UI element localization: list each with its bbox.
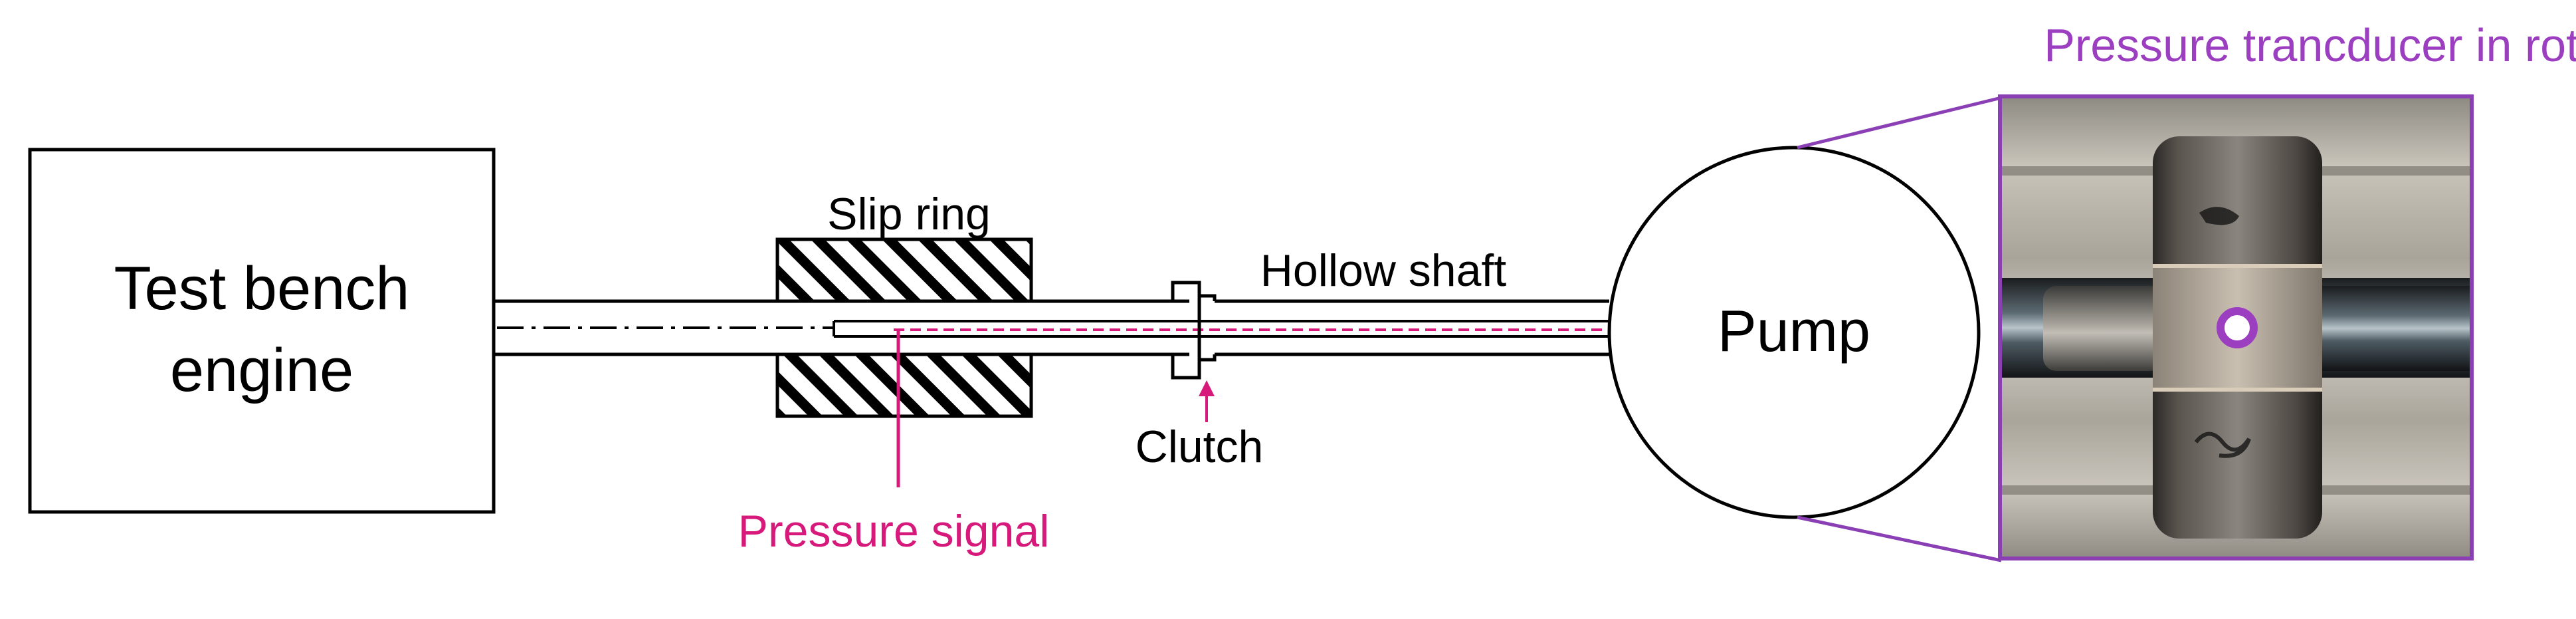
- slip-ring-upper: [775, 237, 1033, 303]
- pressure-signal-label: Pressure signal: [738, 506, 1050, 557]
- pump-label: Pump: [1718, 298, 1870, 364]
- hollow-bore: [833, 320, 1609, 338]
- slip-ring-label: Slip ring: [827, 189, 991, 239]
- hollow-shaft-label: Hollow shaft: [1260, 245, 1506, 296]
- rotor-photo-frame: [1998, 94, 2474, 560]
- clutch-label: Clutch: [1136, 422, 1264, 472]
- transducer-marker: [2217, 307, 2258, 348]
- clutch: Clutch: [1136, 281, 1264, 472]
- pump-circle: [1607, 146, 1981, 519]
- engine-label-line1: Test bench: [114, 255, 410, 322]
- clutch-arrow-head: [1199, 380, 1215, 396]
- rotor-photo: Pressure trancducer in rotor: [1998, 19, 2576, 560]
- slip-ring: Slip ring: [775, 189, 1033, 418]
- pressure-signal-line: Pressure signal: [738, 328, 1609, 557]
- slip-ring-lower: [775, 352, 1033, 418]
- pump: Pump: [1607, 146, 1981, 519]
- rotor-hub: [2043, 286, 2163, 371]
- engine-box: [28, 148, 496, 514]
- hollow-shaft: Hollow shaft: [1215, 245, 1609, 356]
- transducer-label: Pressure trancducer in rotor: [2044, 19, 2576, 71]
- test-bench-engine: Test bench engine: [28, 148, 496, 514]
- engine-label-line2: engine: [170, 336, 353, 404]
- input-shaft: [494, 299, 1189, 356]
- zoom-connector: [1797, 96, 2002, 562]
